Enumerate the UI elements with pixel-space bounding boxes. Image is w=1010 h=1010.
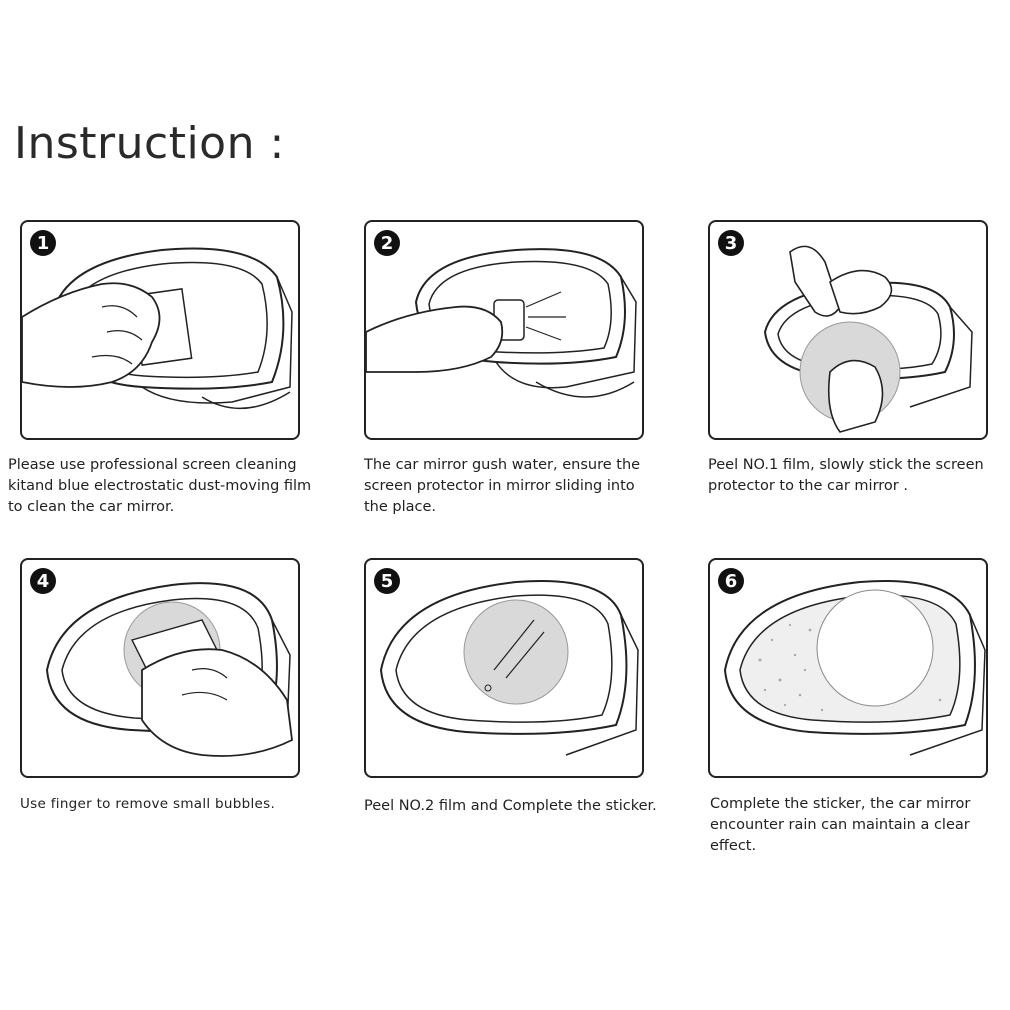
step-1-illustration: 1 [20, 220, 300, 440]
step-6-caption: Complete the sticker, the car mirror enc… [710, 796, 971, 854]
step-5-illustration: 5 [364, 558, 644, 778]
film-stick-drawing [763, 245, 973, 433]
step-number-badge: 5 [374, 568, 400, 594]
step-number-badge: 6 [718, 568, 744, 594]
step-2-caption: The car mirror gush water, ensure the sc… [364, 457, 641, 515]
step-number-badge: 3 [718, 230, 744, 256]
step-3-caption: Peel NO.1 film, slowly stick the screen … [708, 457, 984, 494]
step-6-illustration: 6 [708, 558, 988, 778]
step-2-illustration: 2 [364, 220, 644, 440]
bubble-removal-drawing [45, 582, 293, 757]
step-number-badge: 4 [30, 568, 56, 594]
step-4-caption: Use finger to remove small bubbles. [20, 796, 276, 812]
peel-film-drawing [379, 579, 639, 756]
step-number-badge: 1 [30, 230, 56, 256]
mirror-cleaning-drawing [22, 247, 293, 409]
completed-mirror-drawing [723, 579, 986, 756]
step-3-illustration: 3 [708, 220, 988, 440]
water-spray-drawing [366, 248, 637, 398]
step-4-illustration: 4 [20, 558, 300, 778]
page-title: Instruction : [14, 118, 285, 169]
step-number-badge: 2 [374, 230, 400, 256]
step-5-caption: Peel NO.2 film and Complete the sticker. [364, 798, 657, 814]
step-1-caption: Please use professional screen cleaning … [8, 457, 312, 515]
